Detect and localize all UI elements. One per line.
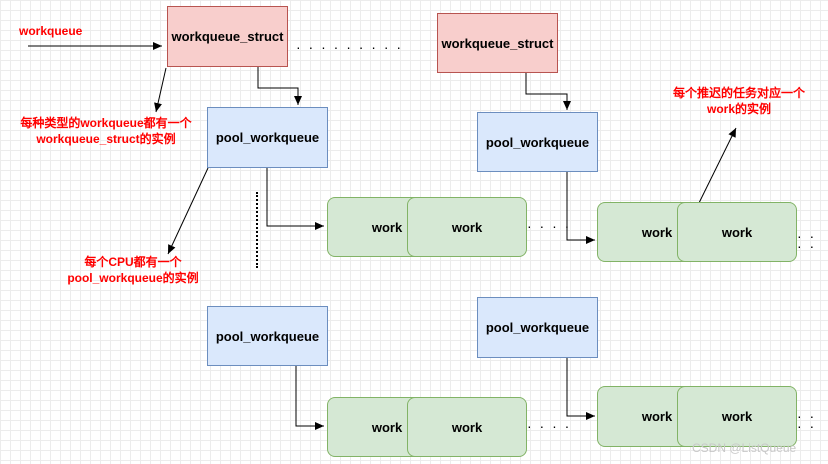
work-box: work — [407, 397, 527, 457]
wq2-to-pool3-connector — [525, 73, 571, 110]
workqueue-struct-box-1: workqueue_struct — [167, 6, 288, 67]
note-cpu-arrow — [167, 167, 209, 255]
workqueue-struct-box-2: workqueue_struct — [437, 13, 558, 73]
work-continuation-dots: · · · · — [527, 218, 572, 234]
note-wq-arrow — [154, 67, 167, 113]
workqueue-label: workqueue — [19, 24, 83, 38]
work-continuation-dots: · · · · — [527, 418, 572, 434]
work-continuation-dots: · · · · — [797, 408, 817, 434]
pool-workqueue-box-3: pool_workqueue — [477, 112, 598, 172]
pool-vertical-dots — [256, 192, 260, 268]
pool-workqueue-box-4: pool_workqueue — [477, 297, 598, 358]
wq-continuation-dots: · · · · · · · · · — [296, 39, 404, 55]
pool1-to-work-connector — [266, 168, 324, 230]
pool-workqueue-box-1: pool_workqueue — [207, 107, 328, 168]
work-continuation-dots: · · · · — [797, 228, 817, 254]
note-workqueue-struct-per-type: 每种类型的workqueue都有一个workqueue_struct的实例 — [20, 116, 192, 146]
pool4-to-work-connector — [566, 358, 595, 420]
watermark-text: CSDN @ListQueue — [692, 441, 797, 455]
pool2-to-work-connector — [295, 366, 324, 430]
work-box: work — [407, 197, 527, 257]
work-box: work — [677, 386, 797, 447]
note-work-arrow — [696, 127, 737, 208]
note-pool-per-cpu: 每个CPU都有一个pool_workqueue的实例 — [67, 255, 199, 285]
pool-workqueue-box-2: pool_workqueue — [207, 306, 328, 366]
wq1-to-pool1-connector — [257, 67, 302, 105]
work-box: work — [677, 202, 797, 262]
pool3-to-work-connector — [566, 172, 595, 244]
note-work-per-task: 每个推迟的任务对应一个work的实例 — [672, 86, 805, 116]
